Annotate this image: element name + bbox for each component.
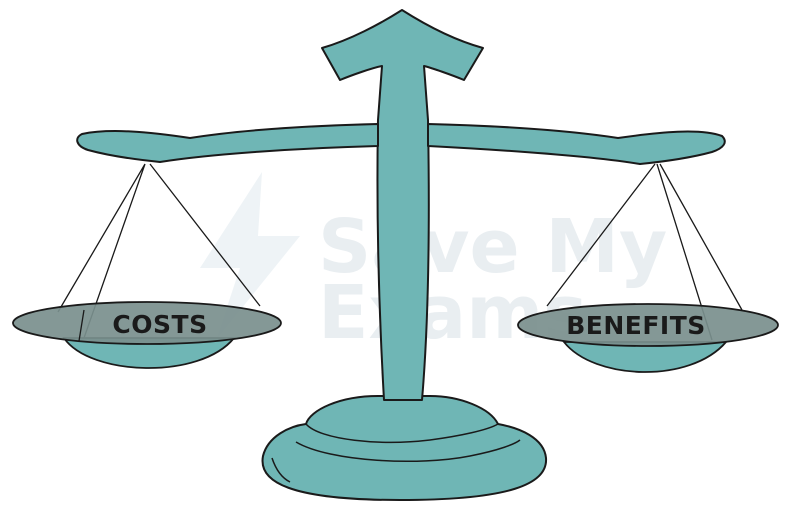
left-pan-bowl [62, 337, 236, 369]
scale-pillar [321, 9, 484, 401]
scale-beam [76, 123, 726, 165]
watermark-brand-line1: Save My [318, 204, 667, 290]
benefits-label: BENEFITS [566, 311, 706, 340]
right-pan-rim [517, 303, 779, 347]
left-pan: COSTS [12, 163, 282, 369]
costs-label: COSTS [112, 310, 207, 339]
right-pan-bowl [562, 341, 728, 373]
watermark: Save My Exams [200, 172, 667, 356]
scale-base [261, 395, 548, 502]
right-pan: BENEFITS [517, 163, 779, 373]
watermark-logo-icon [200, 172, 300, 340]
